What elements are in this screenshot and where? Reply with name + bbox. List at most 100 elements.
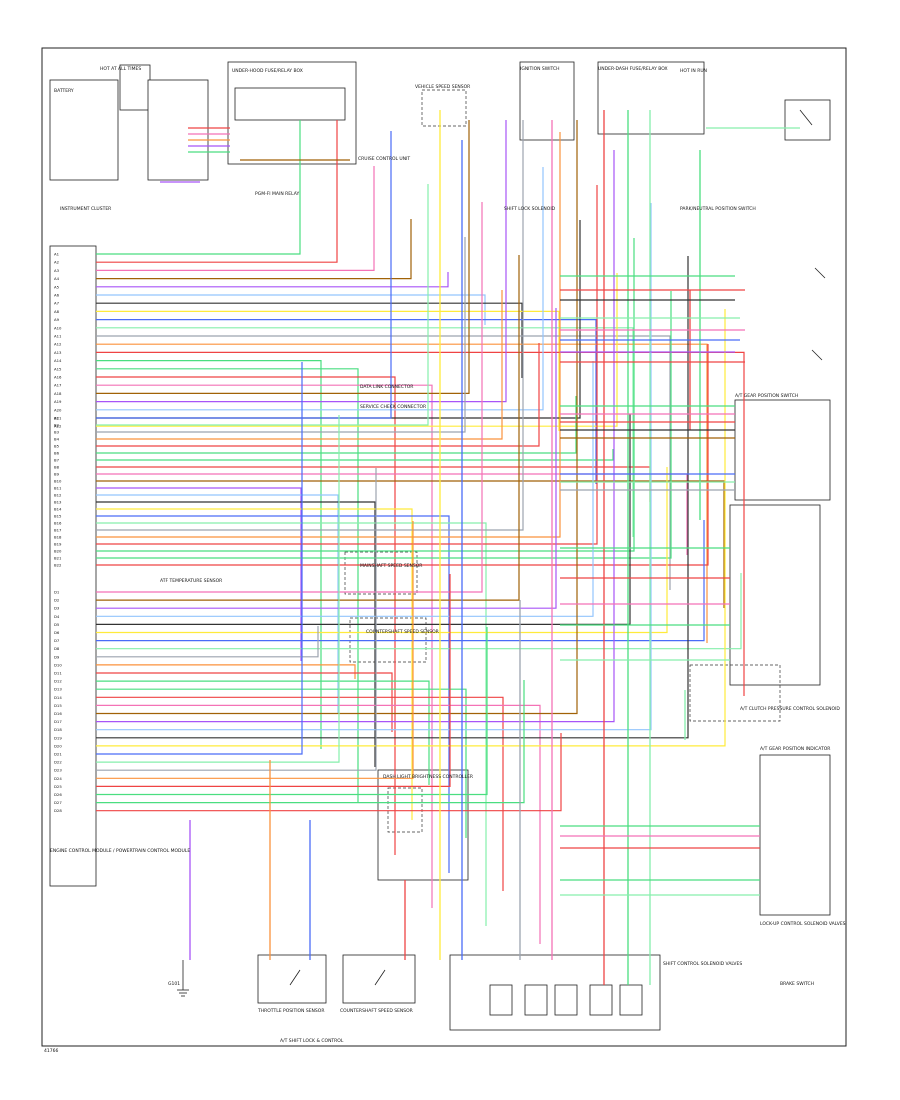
ecu-pin-d28: D28	[54, 808, 62, 813]
ecu-pin-d6: D6	[54, 630, 60, 635]
ecu-pin-a8: A8	[54, 309, 60, 314]
label-hot-in-run: HOT IN RUN	[680, 68, 707, 74]
ecu-pin-a1: A1	[54, 252, 60, 257]
ecu-pin-a12: A12	[54, 342, 62, 347]
ecu-pin-b14: B14	[54, 507, 62, 512]
wire-b15	[96, 515, 450, 873]
label-countershaft-speed-sensor-bottom: COUNTERSHAFT SPEED SENSOR	[340, 1008, 413, 1014]
label-underhood-fuse-box: UNDER-HOOD FUSE/RELAY BOX	[232, 68, 303, 74]
wire-d21	[96, 362, 303, 755]
label-shift-lock-solenoid: SHIFT LOCK SOLENOID	[504, 206, 556, 212]
wire-b1	[96, 131, 392, 419]
label-gear-position-switch: A/T GEAR POSITION SWITCH	[735, 393, 798, 399]
wire-b17	[96, 120, 524, 531]
wire-a6	[96, 294, 486, 325]
gear-position-switch-box	[734, 399, 831, 501]
wire-d12	[96, 680, 430, 785]
wire-b14	[96, 508, 413, 820]
ecu-pin-a11: A11	[54, 334, 62, 339]
connector-1	[489, 984, 513, 1016]
speed-sensor-box	[421, 89, 467, 127]
ecu-pin-b13: B13	[54, 500, 62, 505]
wire-b9	[96, 473, 688, 555]
label-corner-code: 41766	[44, 1048, 58, 1054]
hot-at-all-times-box	[119, 64, 151, 111]
wire-d24	[96, 521, 414, 779]
ecu-pin-b22: B22	[54, 563, 62, 568]
label-lock-up-solenoids: LOCK-UP CONTROL SOLENOID VALVES	[760, 921, 846, 927]
ecu-pin-d17: D17	[54, 719, 62, 724]
throttle-position-sensor-box	[257, 954, 327, 1004]
wire-d3	[96, 308, 557, 609]
fuse-block-left	[147, 79, 209, 181]
wire-b18	[96, 132, 561, 538]
ecu-pin-d14: D14	[54, 695, 62, 700]
wire-a20	[96, 167, 544, 411]
label-ignition-switch: IGNITION SWITCH	[520, 66, 560, 72]
wire-a15	[96, 368, 359, 802]
ecu-pin-a3: A3	[54, 268, 60, 273]
diagram-frame	[41, 47, 847, 1047]
label-engine-control-module: ENGINE CONTROL MODULE / POWERTRAIN CONTR…	[50, 848, 190, 854]
ecu-pin-d12: D12	[54, 679, 62, 684]
ecu-pin-d8: D8	[54, 646, 60, 651]
ecu-pin-b10: B10	[54, 479, 62, 484]
ecu-pin-b9: B9	[54, 472, 60, 477]
ecu-pin-a7: A7	[54, 301, 60, 306]
linear-solenoid-box	[689, 664, 781, 722]
ecu-pin-b20: B20	[54, 549, 62, 554]
wire-d23	[96, 468, 377, 771]
ecu-pin-a19: A19	[54, 399, 62, 404]
label-throttle-position-sensor: THROTTLE POSITION SENSOR	[257, 1008, 324, 1014]
ecu-pin-d4: D4	[54, 614, 60, 619]
ecu-pin-d2: D2	[54, 598, 60, 603]
wire-d8	[96, 573, 742, 650]
ecu-pin-b2: B2	[54, 423, 60, 428]
label-under-dash-fuse-box: UNDER-DASH FUSE/RELAY BOX	[598, 66, 668, 72]
ecu-pin-a16: A16	[54, 375, 62, 380]
ecu-pin-a4: A4	[54, 276, 60, 281]
ecu-pin-d3: D3	[54, 606, 60, 611]
wire-d10	[96, 664, 356, 679]
wire-d27	[96, 680, 525, 804]
ecu-pin-b8: B8	[54, 465, 60, 470]
ecu-pin-d26: D26	[54, 792, 62, 797]
wire-d26	[96, 627, 488, 796]
wire-d17	[96, 150, 615, 723]
label-tcm: DASH LIGHT BRIGHTNESS CONTROLLER	[383, 774, 473, 780]
wire-b19	[96, 185, 598, 545]
label-brake-switch-bottom: BRAKE SWITCH	[780, 981, 814, 987]
label-atf-temperature-sensor: ATF TEMPERATURE SENSOR	[160, 578, 222, 584]
wire-b20	[96, 238, 635, 552]
label-footer: A/T SHIFT LOCK & CONTROL	[280, 1038, 344, 1044]
ecu-pin-a20: A20	[54, 407, 62, 412]
ecu-pin-a15: A15	[54, 366, 62, 371]
wire-d19	[96, 256, 689, 739]
label-pgm-fi-main-relay: PGM-FI MAIN RELAY	[255, 191, 299, 197]
ground-symbol	[177, 960, 189, 997]
wire-d28	[96, 733, 562, 812]
ignition-switch-box	[519, 61, 575, 141]
wire-a11	[96, 335, 671, 590]
wire-a8	[96, 310, 560, 431]
wires	[96, 110, 800, 985]
ecu-pin-d21: D21	[54, 752, 62, 757]
wire-d2	[96, 255, 520, 601]
label-ground: G101	[168, 981, 180, 987]
switch-symbols	[289, 109, 826, 986]
wire-d6	[96, 467, 668, 634]
ecu-pin-labels: A1A2A3A4A5A6A7A8A9A10A11A12A13A14A15A16A…	[54, 252, 62, 814]
connector-2	[524, 984, 548, 1016]
wire-b13	[96, 501, 376, 767]
label-vehicle-speed-sensor: VEHICLE SPEED SENSOR	[415, 84, 470, 90]
label-park-neutral-switch: PARK/NEUTRAL POSITION SWITCH	[680, 206, 756, 212]
label-linear-solenoid: A/T CLUTCH PRESSURE CONTROL SOLENOID	[740, 706, 840, 712]
label-instrument-cluster: INSTRUMENT CLUSTER	[60, 206, 111, 212]
ecu-pin-d20: D20	[54, 743, 62, 748]
wire-b8	[96, 466, 651, 502]
label-mainshaft-speed-sensor: MAINSHAFT SPEED SENSOR	[360, 563, 422, 569]
label-battery: BATTERY	[54, 88, 74, 94]
ecu-pin-d10: D10	[54, 662, 62, 667]
wire-b6	[96, 396, 577, 454]
wire-d11	[96, 672, 393, 732]
